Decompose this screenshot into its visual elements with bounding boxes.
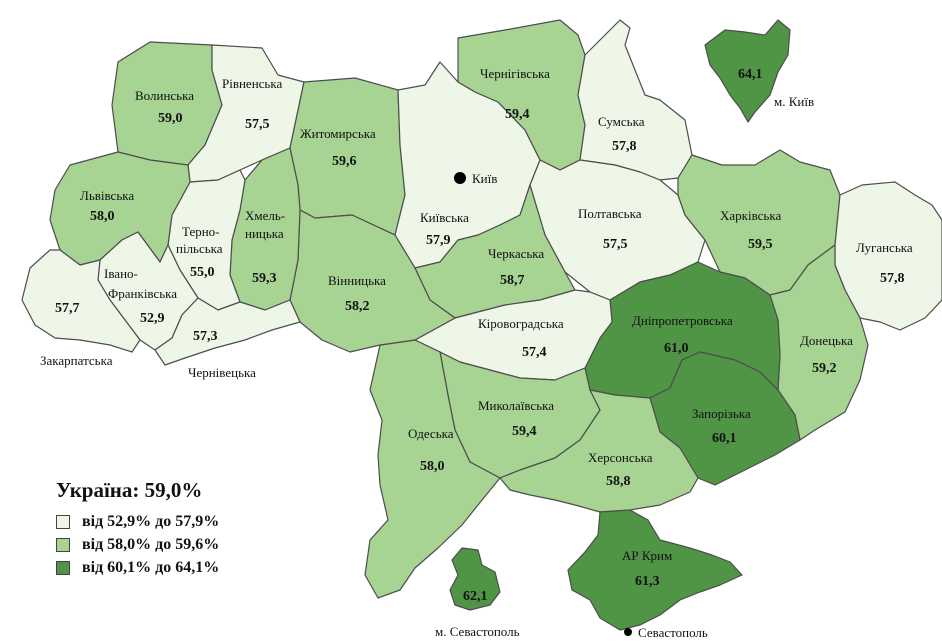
sevastopol-city-marker <box>624 628 632 636</box>
label-khmelnytska-name-2: ницька <box>245 226 284 241</box>
label-khersonska-name: Херсонська <box>588 450 653 465</box>
legend-swatch-mid <box>56 538 70 552</box>
region-chernivetska[interactable] <box>154 297 301 366</box>
label-chernihivska-value: 59,4 <box>505 107 530 122</box>
label-kharkivska-name: Харківська <box>720 208 781 223</box>
region-krym[interactable] <box>567 509 743 631</box>
region-zakarpatska[interactable] <box>21 249 141 353</box>
region-khersonska[interactable] <box>499 389 699 513</box>
label-dnipropetrovska-value: 61,0 <box>664 341 689 356</box>
label-poltavska-value: 57,5 <box>603 237 628 252</box>
kyiv-city-marker <box>454 172 466 184</box>
region-kyiv-city[interactable] <box>704 19 791 123</box>
label-cherkaska-value: 58,7 <box>500 273 525 288</box>
label-zaporizka-name: Запорізька <box>692 406 751 421</box>
label-ternopilska-name-1: Терно- <box>182 224 220 239</box>
label-ivanofrankivska-value: 52,9 <box>140 311 165 326</box>
label-volynska-value: 59,0 <box>158 111 183 126</box>
label-zhytomyrska-name: Житомирська <box>300 126 376 141</box>
label-rivnenska-value: 57,5 <box>245 117 270 132</box>
label-volynska-name: Волинська <box>135 88 194 103</box>
region-sevastopol-city[interactable] <box>449 547 501 611</box>
label-sevastopol-city-value: 62,1 <box>463 589 488 604</box>
legend-title: Україна: 59,0% <box>56 478 203 502</box>
label-cherkaska-name: Черкаська <box>488 246 544 261</box>
label-sevastopol-marker: Севастополь <box>638 625 708 640</box>
label-sevastopol-city-name: м. Севастополь <box>435 624 520 639</box>
label-donetska-value: 59,2 <box>812 361 837 376</box>
label-zhytomyrska-value: 59,6 <box>332 154 357 169</box>
label-sumska-name: Сумська <box>598 114 645 129</box>
label-zaporizka-value: 60,1 <box>712 431 737 446</box>
label-ivanofrankivska-name-2: Франківська <box>108 286 177 301</box>
label-kharkivska-value: 59,5 <box>748 237 773 252</box>
label-kirovohradska-value: 57,4 <box>522 345 547 360</box>
label-kyivska-name: Київська <box>420 210 469 225</box>
label-lvivska-name: Львівська <box>80 188 134 203</box>
label-vinnytska-value: 58,2 <box>345 299 370 314</box>
label-lvivska-value: 58,0 <box>90 209 115 224</box>
label-ivanofrankivska-name-1: Івано- <box>104 266 138 281</box>
label-vinnytska-name: Вінницька <box>328 273 386 288</box>
label-kirovohradska-name: Кіровоградська <box>478 316 564 331</box>
label-khmelnytska-value: 59,3 <box>252 271 277 286</box>
label-kyiv-city-value: 64,1 <box>738 67 763 82</box>
label-kyivska-value: 57,9 <box>426 233 451 248</box>
region-odeska[interactable] <box>364 339 501 599</box>
label-zakarpatska-name: Закарпатська <box>40 353 113 368</box>
region-sumska[interactable] <box>577 19 693 181</box>
label-luhanska-name: Луганська <box>856 240 913 255</box>
label-khmelnytska-name-1: Хмель- <box>245 208 285 223</box>
label-zakarpatska-value: 57,7 <box>55 301 80 316</box>
legend-label-low: від 52,9% до 57,9% <box>82 513 220 530</box>
label-mykolaivska-value: 59,4 <box>512 424 537 439</box>
label-odeska-name: Одеська <box>408 426 454 441</box>
label-ternopilska-value: 55,0 <box>190 265 215 280</box>
label-chernihivska-name: Чернігівська <box>480 66 550 81</box>
label-krym-value: 61,3 <box>635 574 660 589</box>
label-donetska-name: Донецька <box>800 333 853 348</box>
legend-swatch-low <box>56 515 70 529</box>
label-dnipropetrovska-name: Дніпропетровська <box>632 313 733 328</box>
legend-item-low: від 52,9% до 57,9% <box>56 513 219 531</box>
label-khersonska-value: 58,8 <box>606 474 631 489</box>
label-kyiv-marker: Київ <box>472 171 497 186</box>
legend: Україна: 59,0% від 52,9% до 57,9% від 58… <box>56 478 219 582</box>
label-krym-name: АР Крим <box>622 548 672 563</box>
label-sumska-value: 57,8 <box>612 139 637 154</box>
label-rivnenska-name: Рівненська <box>222 76 282 91</box>
legend-item-mid: від 58,0% до 59,6% <box>56 536 219 554</box>
legend-swatch-high <box>56 561 70 575</box>
label-luhanska-value: 57,8 <box>880 271 905 286</box>
label-poltavska-name: Полтавська <box>578 206 642 221</box>
label-odeska-value: 58,0 <box>420 459 445 474</box>
legend-label-high: від 60,1% до 64,1% <box>82 559 220 576</box>
label-chernivetska-value: 57,3 <box>193 329 218 344</box>
legend-item-high: від 60,1% до 64,1% <box>56 559 219 577</box>
label-mykolaivska-name: Миколаївська <box>478 398 554 413</box>
legend-label-mid: від 58,0% до 59,6% <box>82 536 220 553</box>
label-kyiv-city-name: м. Київ <box>774 94 814 109</box>
label-chernivetska-name: Чернівецька <box>188 365 256 380</box>
label-ternopilska-name-2: пільська <box>176 241 223 256</box>
